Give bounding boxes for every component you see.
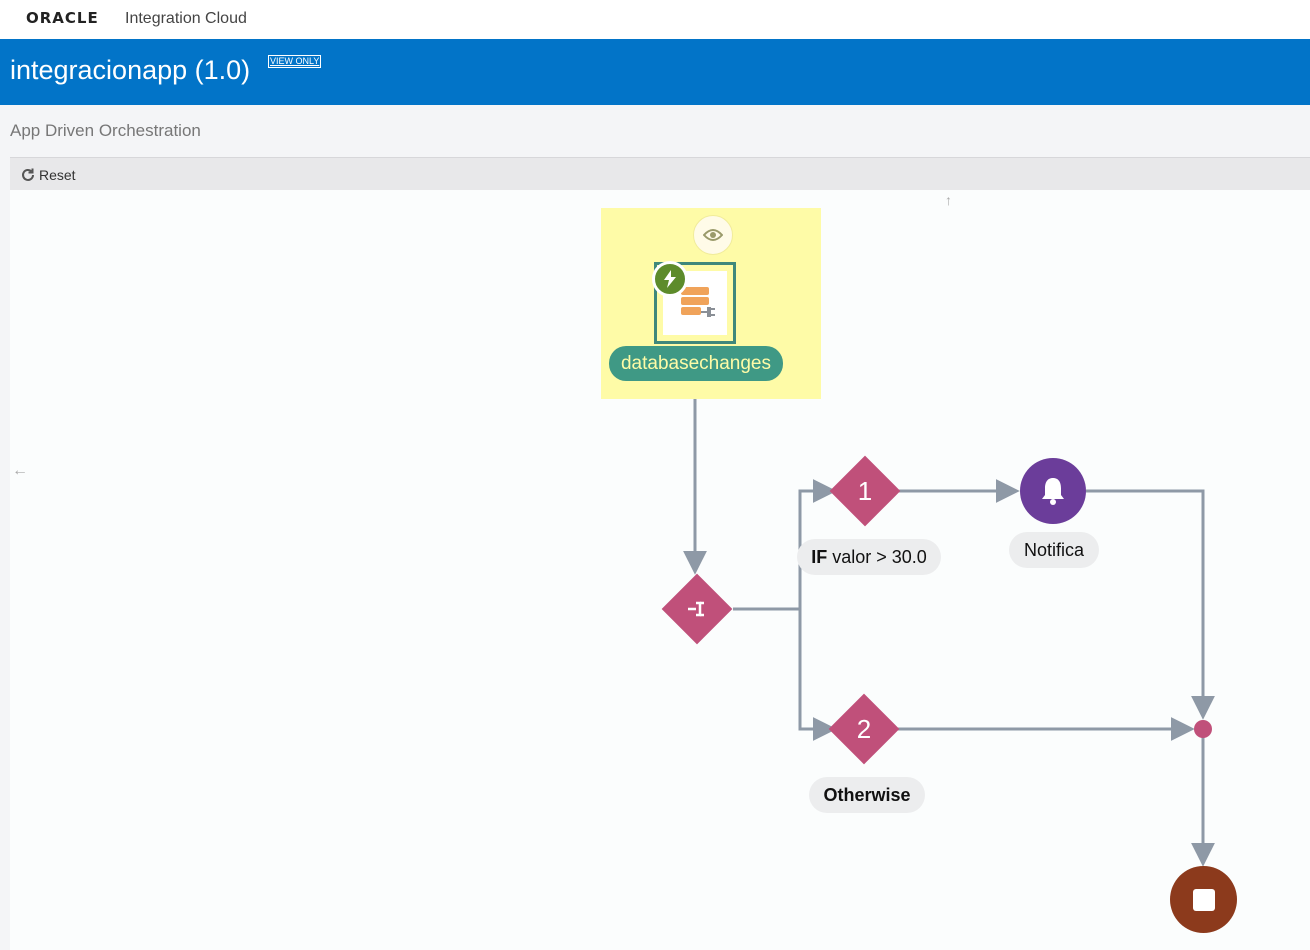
integration-title: integracionapp (1.0): [10, 55, 251, 85]
canvas-toolbar: Reset: [10, 157, 1310, 190]
reset-label: Reset: [39, 167, 76, 183]
condition-keyword: IF: [811, 546, 828, 567]
reset-button[interactable]: Reset: [20, 167, 76, 183]
bell-icon: [1042, 478, 1064, 505]
stop-icon: [1192, 888, 1215, 911]
eye-icon: [703, 229, 723, 241]
notification-label[interactable]: Notifica: [1009, 532, 1099, 568]
notification-node[interactable]: [1020, 458, 1086, 524]
integration-header: integracionapp (1.0) VIEW ONLY: [0, 39, 1310, 105]
product-name: Integration Cloud: [125, 10, 247, 27]
lightning-icon: [652, 261, 688, 297]
top-bar: ORACLE Integration Cloud: [0, 0, 1310, 39]
trigger-label[interactable]: databasechanges: [609, 346, 783, 381]
branch-1-number: 1: [857, 475, 873, 506]
switch-router-icon: [662, 574, 732, 644]
condition-expression: valor > 30.0: [832, 546, 927, 567]
pan-up-icon[interactable]: ↑: [945, 192, 952, 208]
branch-2-number: 2: [856, 713, 872, 744]
pan-left-icon[interactable]: ←: [12, 462, 28, 479]
oracle-logo: ORACLE: [26, 9, 99, 27]
view-only-badge: VIEW ONLY: [268, 55, 322, 68]
database-adapter-icon: [663, 271, 727, 335]
integration-style-label: App Driven Orchestration: [10, 121, 201, 140]
end-node[interactable]: [1170, 866, 1237, 933]
branch-2-condition[interactable]: Otherwise: [809, 777, 925, 813]
view-trigger-button[interactable]: [693, 215, 733, 255]
branch-1-condition[interactable]: IF valor > 30.0: [797, 539, 941, 575]
condition-keyword: Otherwise: [823, 784, 911, 805]
refresh-icon: [22, 168, 34, 181]
